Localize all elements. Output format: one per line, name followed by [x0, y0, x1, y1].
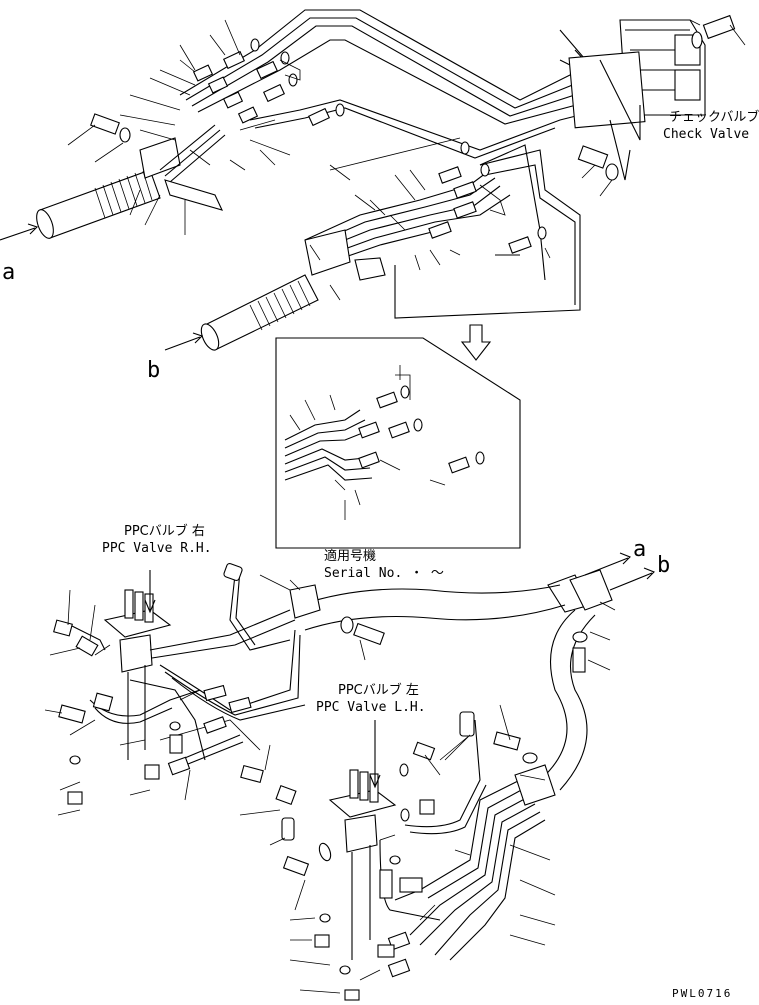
- detail-view-arrow: [460, 324, 492, 361]
- serial-label-jp: 適用号機: [324, 548, 376, 564]
- check-valve-label-en: Check Valve: [663, 127, 749, 142]
- spiral-guard-hose-a: [36, 124, 226, 239]
- arrow-a-lower: [584, 552, 631, 576]
- arrow-a-upper: [0, 223, 39, 241]
- right-clamp-bolts: [572, 601, 616, 673]
- fitting-cluster-middle: [309, 141, 551, 301]
- ppc-valve-lh-label-en: PPC Valve L.H.: [316, 700, 426, 715]
- upper-left-bolts: [67, 113, 186, 235]
- lh-hose-group: [379, 719, 556, 961]
- ref-b-upper-label: b: [147, 358, 160, 383]
- fitting-cluster-upper: [119, 19, 345, 171]
- ppc-valve-lh: [328, 720, 397, 960]
- ppc-valve-lh-label-jp: PPCバルブ 左: [338, 682, 419, 698]
- lower-hose-assembly: a b PPCバルブ 右: [44, 523, 670, 1001]
- ref-a-upper-label: a: [2, 260, 15, 285]
- lh-fittings: [239, 704, 556, 1001]
- check-valve-block: [559, 14, 746, 141]
- arrow-b-lower: [609, 567, 655, 591]
- detail-pipe-bundle: [284, 409, 373, 481]
- ref-b-lower-label: b: [657, 553, 670, 578]
- rh-fittings: [44, 562, 291, 816]
- ppc-valve-rh-label-jp: PPCバルブ 右: [124, 523, 205, 539]
- serial-detail-view: [275, 337, 521, 549]
- upper-hose-assembly: チェックバルブ Check Valve: [0, 9, 759, 383]
- bracket-bolts: [577, 119, 631, 197]
- serial-label-en: Serial No. ・ ～: [324, 566, 444, 581]
- ppc-valve-rh: [103, 570, 172, 760]
- lower-pipe-bundle-upper-section: [304, 137, 581, 319]
- ppc-valve-rh-label-en: PPC Valve R.H.: [102, 541, 212, 556]
- upper-pipe-bundle: [179, 9, 601, 159]
- left-clamp-bracket: [289, 579, 385, 661]
- check-valve-label-jp: チェックバルブ: [669, 109, 759, 125]
- spiral-guard-hose-b: [200, 229, 386, 351]
- rh-hose-group: [69, 569, 306, 761]
- main-hose-bend: [299, 569, 613, 791]
- arrow-b-upper: [164, 332, 204, 351]
- ref-a-lower-label: a: [633, 537, 646, 562]
- drawing-code: PWL0716: [672, 987, 732, 1000]
- detail-fittings: [289, 365, 485, 520]
